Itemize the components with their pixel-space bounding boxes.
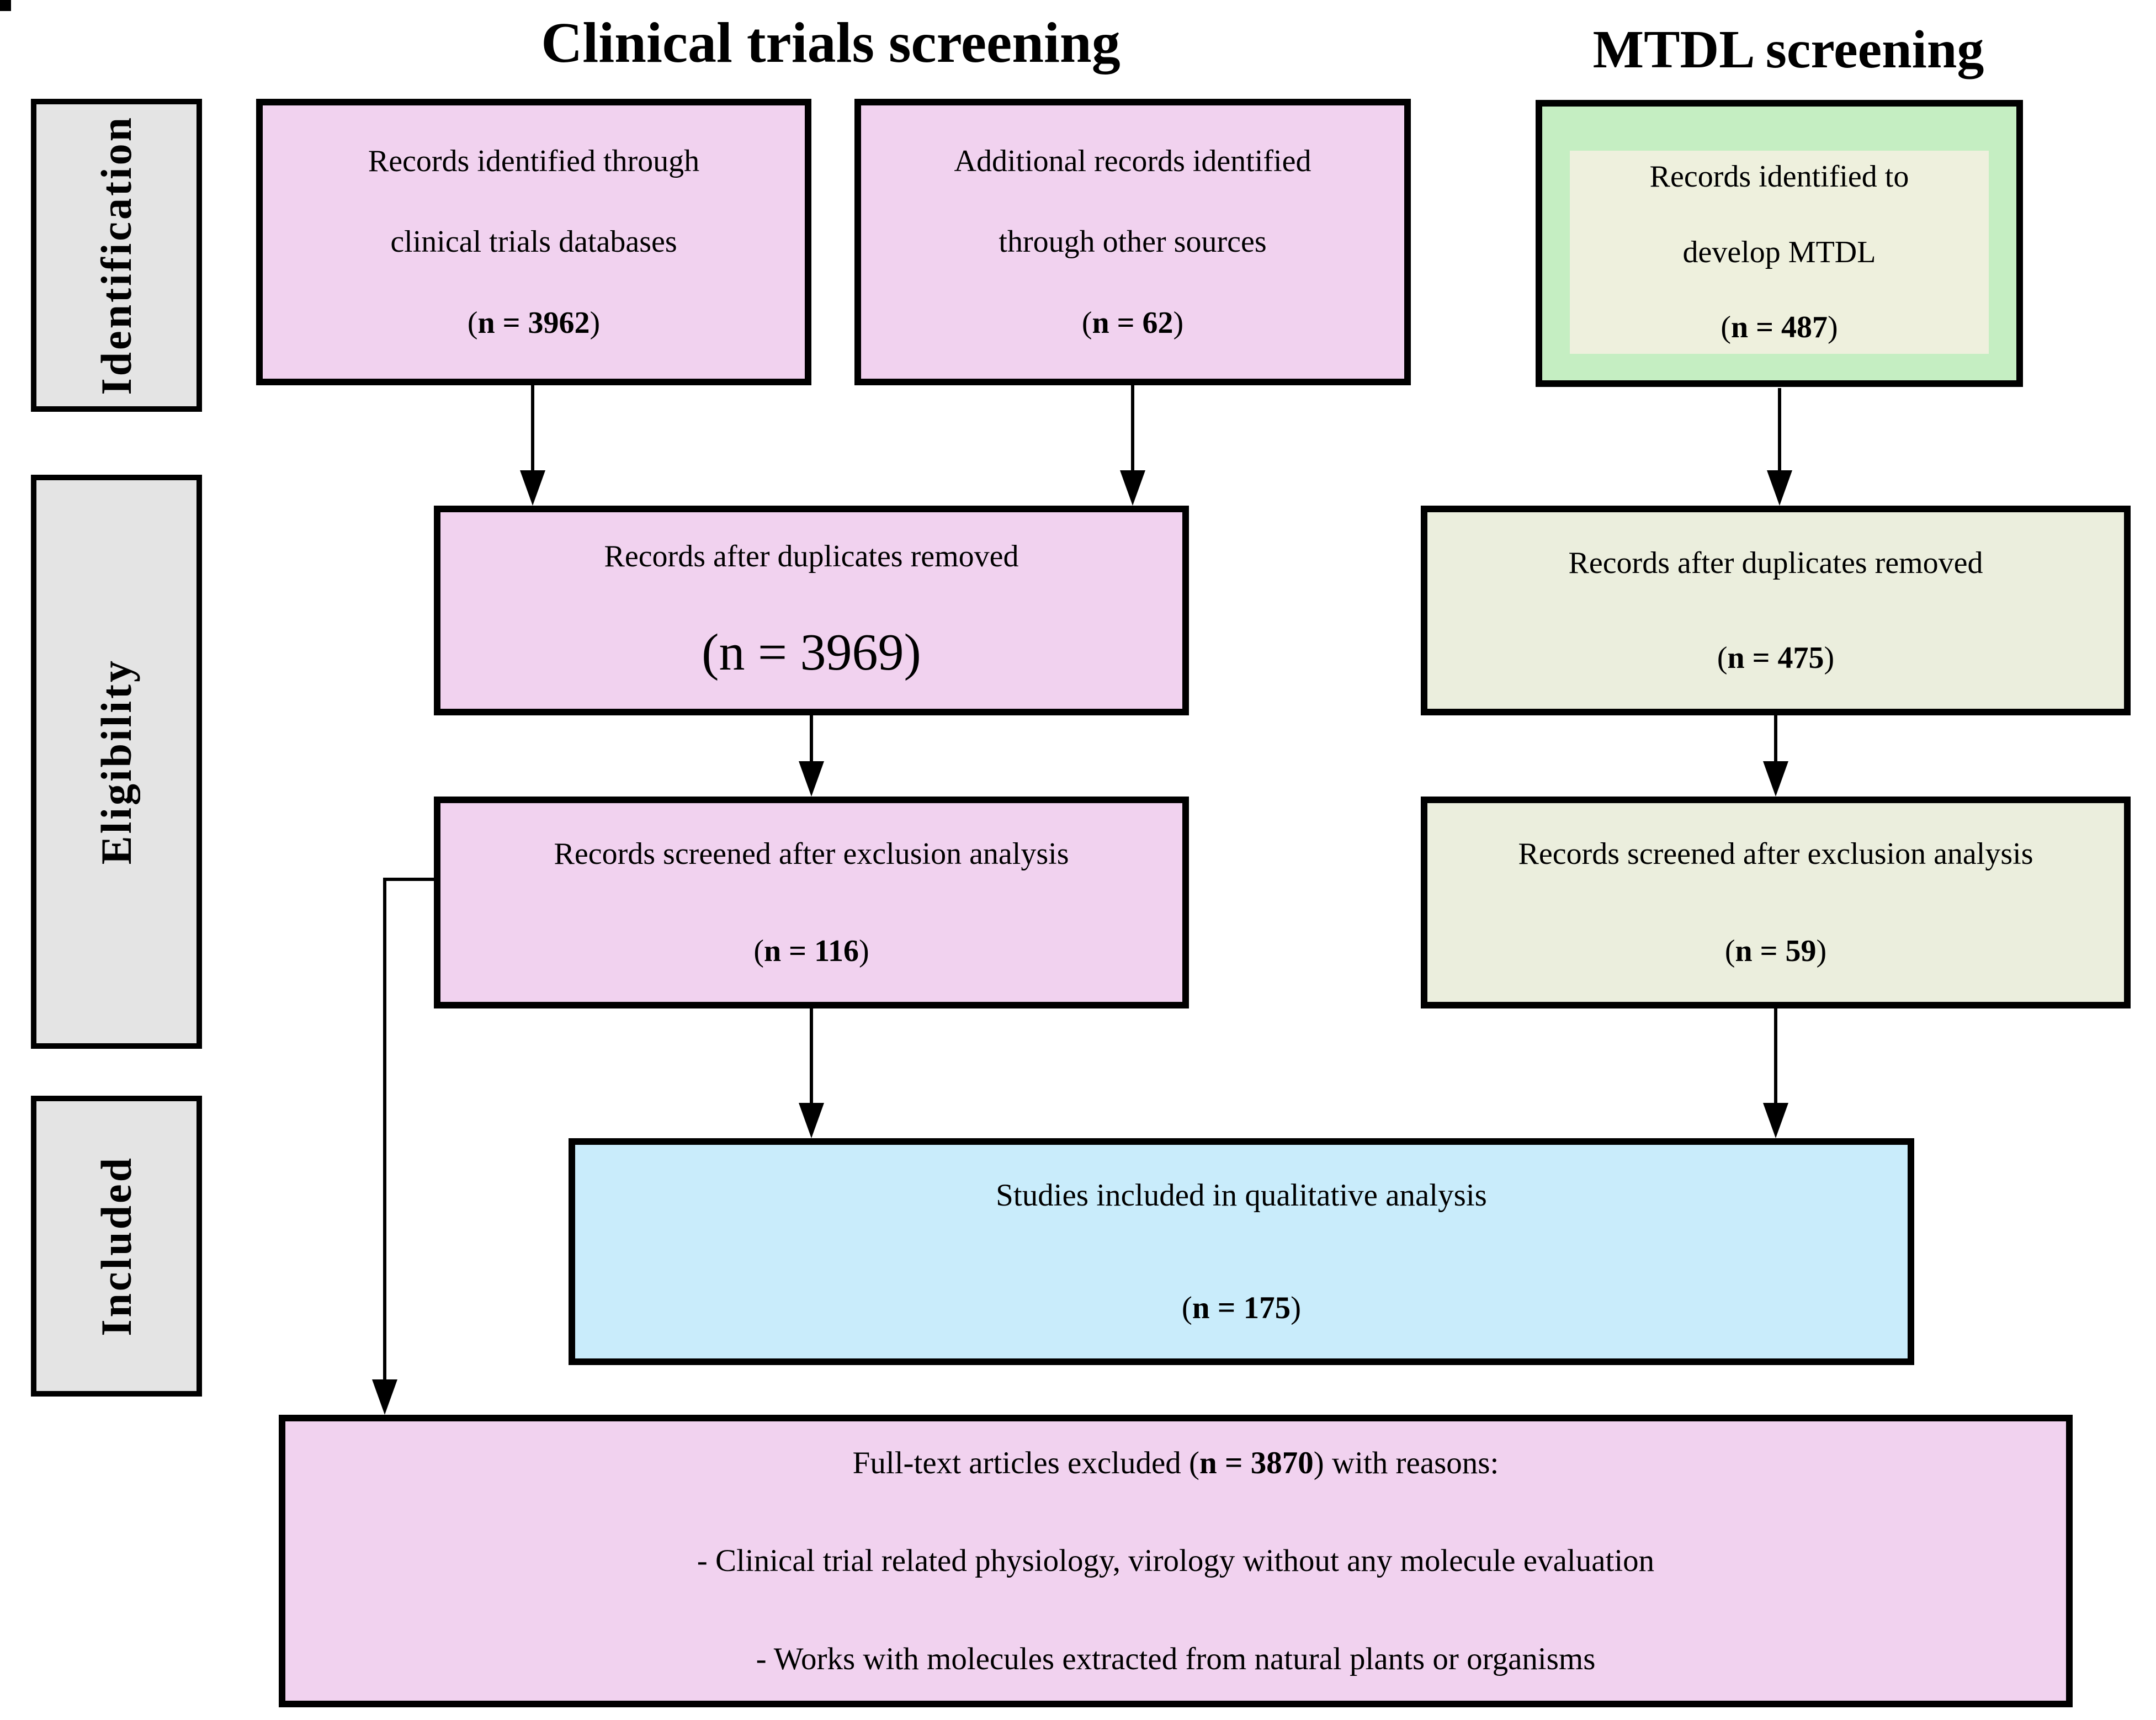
arrowhead-down-icon xyxy=(799,1103,824,1138)
count-line: (n = 3962) xyxy=(468,305,600,341)
count-close-paren: ) xyxy=(1816,934,1827,968)
stage-label-eligibility: Eligibility xyxy=(92,659,140,865)
excluded-title-line: Full-text articles excluded (n = 3870) w… xyxy=(853,1445,1499,1482)
count-line: (n = 59) xyxy=(1725,933,1826,969)
count-value: n = 116 xyxy=(764,934,859,968)
box-text-line: develop MTDL xyxy=(1682,235,1876,269)
count-open-paren: ( xyxy=(467,305,478,340)
box-text-line: Studies included in qualitative analysis xyxy=(996,1177,1487,1213)
elbow-connector-vertical xyxy=(383,878,386,1380)
stage-box-identification: Identification xyxy=(31,99,202,412)
count-open-paren: ( xyxy=(753,934,764,968)
arrowhead-down-icon xyxy=(372,1379,397,1415)
count-value: n = 62 xyxy=(1092,305,1173,340)
box-mtdl-records-identified: Records identified to develop MTDL (n = … xyxy=(1536,100,2023,387)
excluded-reason-line: - Clinical trial related physiology, vir… xyxy=(697,1543,1655,1579)
count-close-paren: ) xyxy=(1291,1290,1302,1325)
count-value: n = 59 xyxy=(1735,934,1817,968)
count-value: n = 487 xyxy=(1730,310,1828,345)
arrow-mtdl-duplicates-to-screened xyxy=(1774,715,1777,762)
stage-box-identification xyxy=(0,0,11,11)
count-close-paren: ) xyxy=(904,624,921,682)
count-line: (n = 3969) xyxy=(702,623,921,682)
count-value: n = 3969 xyxy=(719,624,904,682)
arrowhead-down-icon xyxy=(1763,761,1788,797)
box-text-line: clinical trials databases xyxy=(390,225,677,259)
arrowhead-down-icon xyxy=(1767,470,1792,506)
box-text-line: Records identified to xyxy=(1649,160,1909,194)
box-text-line: through other sources xyxy=(999,225,1267,259)
excluded-title-post: ) with reasons: xyxy=(1313,1445,1499,1480)
arrowhead-down-icon xyxy=(1120,470,1145,506)
excluded-count-value: n = 3870 xyxy=(1199,1445,1314,1480)
count-close-paren: ) xyxy=(1824,641,1835,675)
mtdl-inner-panel: Records identified to develop MTDL (n = … xyxy=(1570,151,1989,354)
box-mtdl-records-screened: Records screened after exclusion analysi… xyxy=(1421,797,2131,1008)
arrow-ct-screened-to-included xyxy=(810,1008,813,1104)
stage-label-included: Included xyxy=(92,1156,140,1336)
count-close-paren: ) xyxy=(590,305,601,340)
count-open-paren: ( xyxy=(1081,305,1092,340)
excluded-reason-line: - Works with molecules extracted from na… xyxy=(756,1641,1596,1676)
count-close-paren: ) xyxy=(1828,310,1838,345)
box-text-line: Records after duplicates removed xyxy=(604,539,1019,574)
count-value: n = 3962 xyxy=(477,305,590,340)
count-open-paren: ( xyxy=(1720,310,1731,345)
box-studies-included: Studies included in qualitative analysis… xyxy=(569,1138,1914,1365)
box-text-line: Records screened after exclusion analysi… xyxy=(554,836,1069,871)
box-mtdl-duplicates-removed: Records after duplicates removed (n = 47… xyxy=(1421,506,2131,715)
arrow-ct-duplicates-to-screened xyxy=(810,715,813,762)
count-value: n = 475 xyxy=(1727,641,1824,675)
count-open-paren: ( xyxy=(1181,1290,1192,1325)
count-line: (n = 475) xyxy=(1717,640,1834,676)
count-close-paren: ) xyxy=(1173,305,1184,340)
box-text-line: Records after duplicates removed xyxy=(1568,545,1983,580)
box-additional-records: Additional records identified through ot… xyxy=(854,99,1411,385)
mtdl-screening-title: MTDL screening xyxy=(1592,20,1984,79)
elbow-connector-horizontal xyxy=(383,878,434,881)
box-ct-records-identified: Records identified through clinical tria… xyxy=(256,99,811,385)
stage-box-included: Included xyxy=(31,1096,202,1397)
count-close-paren: ) xyxy=(858,934,869,968)
count-value: n = 175 xyxy=(1192,1290,1291,1325)
count-open-paren: ( xyxy=(1724,934,1735,968)
arrowhead-down-icon xyxy=(799,761,824,797)
arrow-mtdl-screened-to-included xyxy=(1774,1008,1777,1104)
box-fulltext-excluded: Full-text articles excluded (n = 3870) w… xyxy=(279,1415,2073,1707)
box-text-line: Records identified through xyxy=(368,144,700,178)
arrow-ct-identified-to-duplicates xyxy=(531,381,534,471)
arrow-other-sources-to-duplicates xyxy=(1131,381,1134,471)
excluded-title-pre: Full-text articles excluded ( xyxy=(852,1445,1200,1480)
count-open-paren: ( xyxy=(702,624,719,682)
arrowhead-down-icon xyxy=(520,470,545,506)
count-line: (n = 62) xyxy=(1082,305,1183,341)
clinical-screening-title: Clinical trials screening xyxy=(541,11,1121,75)
stage-box-eligibility: Eligibility xyxy=(31,475,202,1049)
box-ct-duplicates-removed: Records after duplicates removed (n = 39… xyxy=(434,506,1189,715)
count-line: (n = 487) xyxy=(1720,310,1838,345)
box-text-line: Additional records identified xyxy=(954,144,1311,178)
count-open-paren: ( xyxy=(1717,641,1728,675)
box-text-line: Records screened after exclusion analysi… xyxy=(1518,836,2033,871)
arrowhead-down-icon xyxy=(1763,1103,1788,1138)
count-line: (n = 175) xyxy=(1182,1290,1301,1326)
count-line: (n = 116) xyxy=(753,933,869,969)
arrow-mtdl-identified-to-duplicates xyxy=(1778,388,1781,471)
box-ct-records-screened: Records screened after exclusion analysi… xyxy=(434,797,1189,1008)
stage-label-identification: Identification xyxy=(92,115,140,395)
